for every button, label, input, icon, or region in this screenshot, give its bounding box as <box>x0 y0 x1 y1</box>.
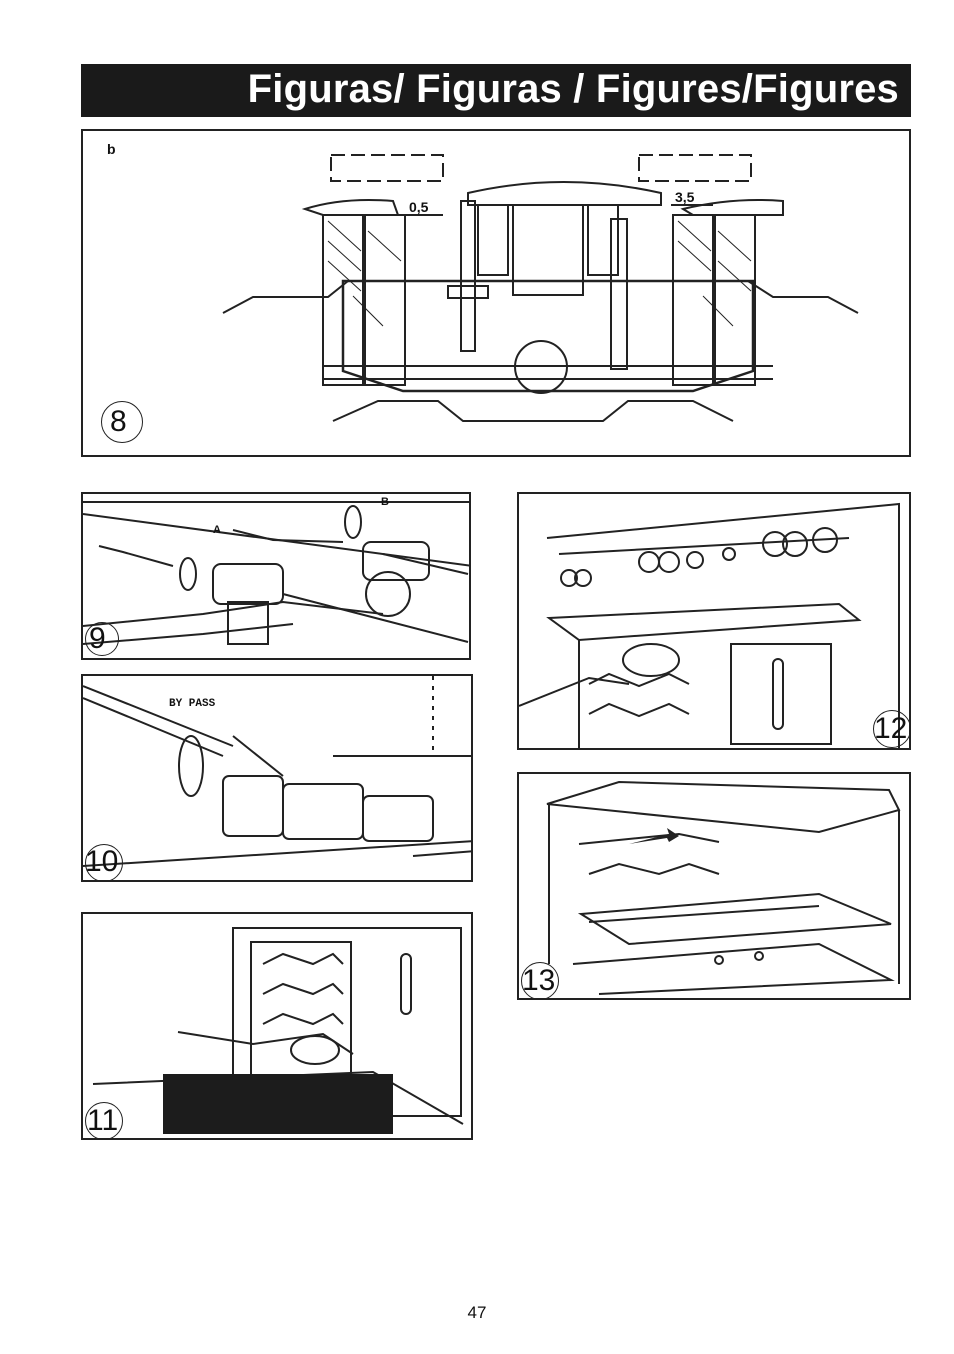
title-bar: Figuras/ Figuras / Figures/Figures <box>81 64 911 117</box>
figure-9-panel: A B 9 <box>81 492 471 660</box>
oven-interior-glass-drawing <box>92 927 464 1134</box>
figure-number-13: 13 <box>522 964 556 997</box>
label-b: B <box>381 496 389 508</box>
label-bypass: BY PASS <box>169 698 216 710</box>
bypass-adjustment-drawing <box>83 676 471 867</box>
label-a: A <box>213 524 221 536</box>
oven-control-panel-drawing <box>519 502 900 748</box>
figure-number-11: 11 <box>87 1104 119 1137</box>
dimension-label-3-5: 3,5 <box>675 189 695 205</box>
page-number: 47 <box>467 1303 487 1322</box>
figure-number-circle <box>85 1102 123 1138</box>
figure-11-panel: 11 <box>81 912 473 1140</box>
figure-13-panel: 13 <box>517 772 911 1000</box>
figure-number-12: 12 <box>874 712 908 745</box>
figure-12-panel: 12 <box>517 492 911 750</box>
figure-number-8: 8 <box>110 405 127 438</box>
oven-shelf-removal-drawing <box>546 780 901 995</box>
page-title: Figuras/ Figuras / Figures/Figures <box>247 67 899 111</box>
figure-number-9: 9 <box>89 622 106 655</box>
figure-number-10: 10 <box>85 845 119 878</box>
figure-number-circle <box>85 844 123 880</box>
figure-10-panel: BY PASS 10 <box>81 674 473 882</box>
figure-number-circle <box>85 622 119 656</box>
dimension-label-0-5: 0,5 <box>409 199 429 215</box>
burner-cross-section-drawing <box>222 154 859 422</box>
figure-8-panel: b 0,5 3,5 8 <box>81 129 911 457</box>
figure-number-circle <box>873 710 909 748</box>
figure-number-circle <box>521 962 559 998</box>
figure-number-circle <box>101 401 143 443</box>
valve-screwdriver-drawing <box>83 501 469 645</box>
subfigure-label-b: b <box>107 141 116 157</box>
